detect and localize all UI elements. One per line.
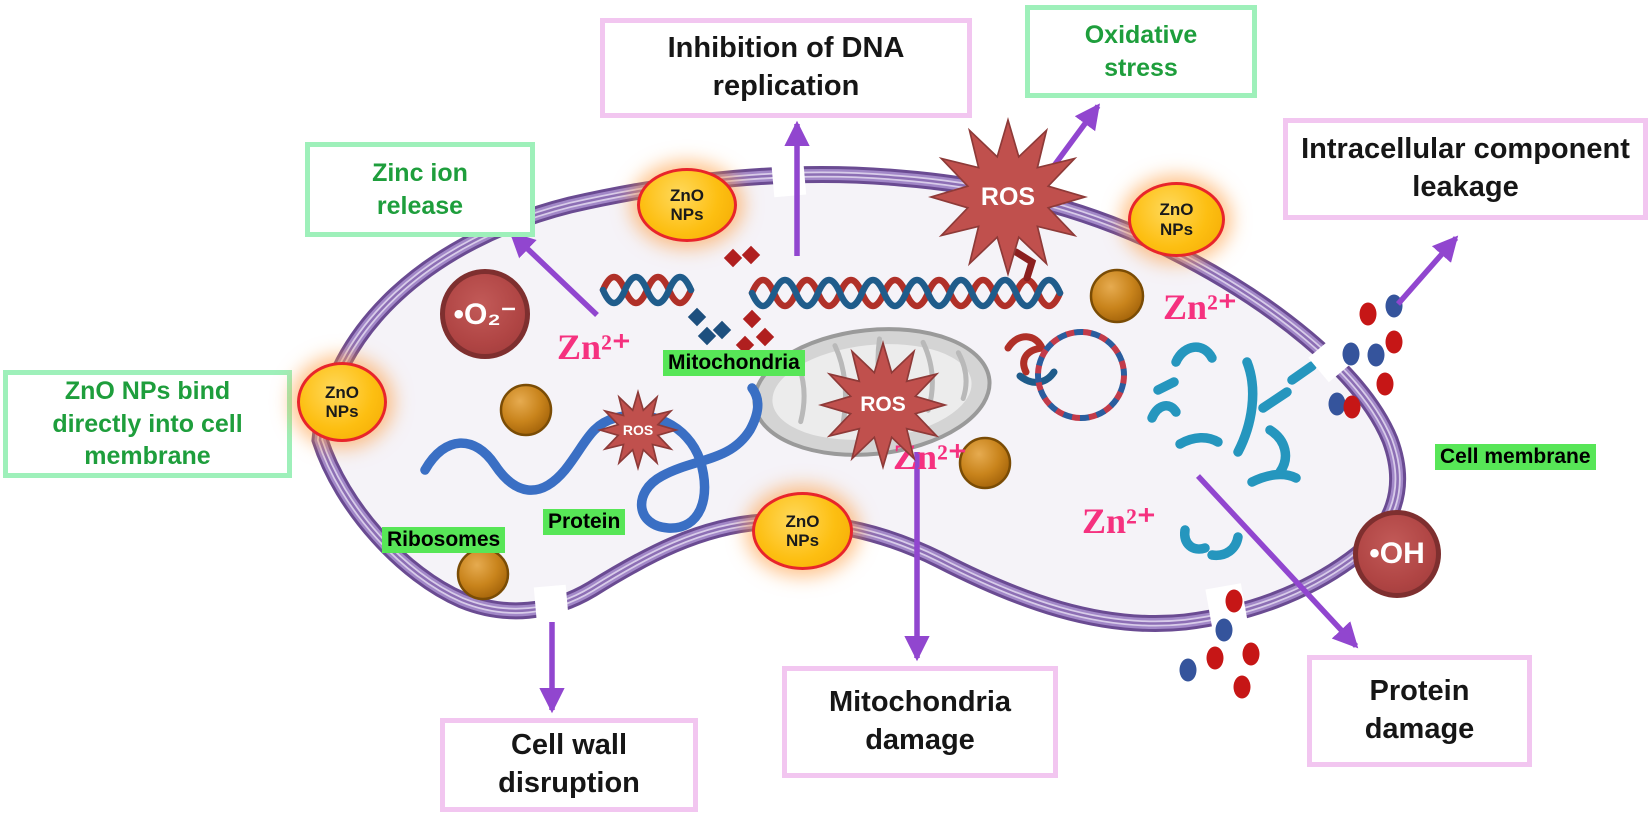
callout-oxidative-stress: Oxidative stress: [1025, 5, 1257, 98]
zno-text-line1: ZnO: [670, 185, 704, 205]
zno-text-line1: ZnO: [785, 511, 820, 531]
callout-intracellular-leakage: Intracellular component leakage: [1283, 118, 1648, 220]
zno-nanoparticle: ZnO NPs: [297, 362, 387, 442]
mechanism-arrows: [509, 103, 1459, 714]
callout-zinc-ion-release: Zinc ion release: [305, 142, 535, 237]
callout-protein-damage: Protein damage: [1307, 655, 1532, 767]
zno-text-line2: NPs: [785, 531, 820, 550]
callout-inhibition-dna: Inhibition of DNA replication: [600, 18, 972, 118]
zinc-ion-label: Zn²⁺: [1163, 287, 1237, 327]
superoxide-radical: •O₂⁻: [440, 269, 530, 359]
label-mitochondria: Mitochondria: [663, 350, 805, 376]
callout-cell-wall-disruption: Cell wall disruption: [440, 718, 698, 812]
label-protein: Protein: [543, 509, 626, 535]
zno-nanoparticle: ZnO NPs: [1128, 182, 1225, 257]
zno-text-line1: ZnO: [325, 382, 359, 402]
callout-mitochondria-damage: Mitochondria damage: [782, 666, 1058, 778]
zinc-ion-label: Zn²⁺: [557, 327, 631, 367]
callout-oxidative-stress-text: Oxidative stress: [1084, 21, 1198, 82]
zno-nanoparticle: ZnO NPs: [637, 168, 737, 242]
arrow-component-leakage: [1395, 235, 1459, 306]
degraded-protein-fragments: [1147, 342, 1317, 561]
zinc-ion-label: Zn²⁺: [1082, 501, 1156, 541]
callout-protein-damage-text: Protein damage: [1364, 675, 1475, 745]
callout-zno-bind-membrane: ZnO NPs bind directly into cell membrane: [3, 370, 292, 478]
arrow-protein-damage: [1195, 474, 1359, 649]
zno-text-line2: NPs: [1159, 219, 1194, 239]
hydroxyl-radical: •OH: [1353, 510, 1441, 598]
ribosomes: [456, 268, 1145, 601]
ros-text: ROS: [980, 182, 1036, 211]
callout-mitochondria-damage-text: Mitochondria damage: [828, 686, 1012, 756]
superoxide-radical-text: •O₂⁻: [453, 297, 517, 331]
callout-cell-wall-disruption-text: Cell wall disruption: [498, 729, 640, 799]
zno-text-line2: NPs: [670, 205, 704, 224]
dna-fragments: [687, 245, 775, 355]
ros-text: ROS: [622, 422, 654, 438]
callout-inhibition-dna-text: Inhibition of DNA replication: [667, 32, 905, 102]
callout-intracellular-leakage-text: Intracellular component leakage: [1301, 133, 1630, 203]
arrow-zinc-ion-release: [509, 231, 599, 317]
dna-helix: [599, 248, 1064, 386]
label-cell-membrane: Cell membrane: [1435, 444, 1596, 470]
protein-strand: [420, 383, 763, 533]
callout-zinc-ion-release-text: Zinc ion release: [372, 159, 468, 220]
ros-text: ROS: [860, 393, 906, 416]
label-ribosomes: Ribosomes: [382, 527, 506, 553]
plasmid-ring: [1035, 329, 1127, 421]
zno-text-line2: NPs: [325, 402, 359, 421]
zno-text-line1: ZnO: [1159, 200, 1194, 220]
zno-nanoparticle: ZnO NPs: [752, 492, 853, 570]
callout-zno-bind-membrane-text: ZnO NPs bind directly into cell membrane: [52, 377, 243, 471]
hydroxyl-radical-text: •OH: [1369, 537, 1425, 570]
